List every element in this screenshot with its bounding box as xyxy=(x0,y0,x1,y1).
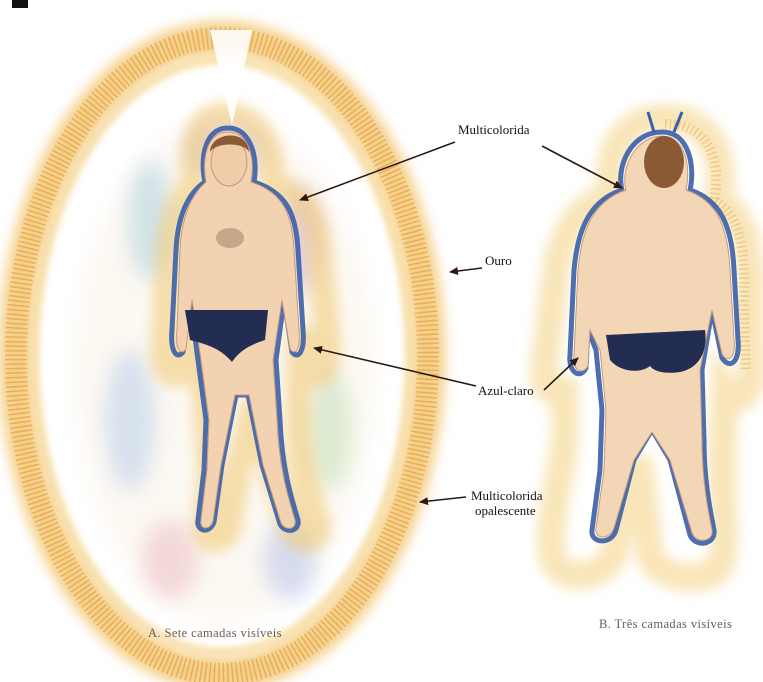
label-ouro: Ouro xyxy=(485,253,512,268)
arrow-opalescente xyxy=(420,497,466,502)
label-multicolorida: Multicolorida xyxy=(458,122,530,137)
label-opalescente-line2: opalescente xyxy=(471,503,543,518)
label-multicolorida-opalescente: Multicolorida opalescente xyxy=(471,488,543,518)
label-opalescente-line1: Multicolorida xyxy=(471,488,543,503)
label-azul-claro: Azul-claro xyxy=(478,383,534,398)
figure-a xyxy=(16,30,428,674)
figure-b xyxy=(544,112,752,577)
arrow-ouro xyxy=(450,268,482,272)
caption-a: A. Sete camadas visíveis xyxy=(148,626,282,641)
briefs-back xyxy=(606,330,706,373)
caption-b: B. Três camadas visíveis xyxy=(599,617,732,632)
